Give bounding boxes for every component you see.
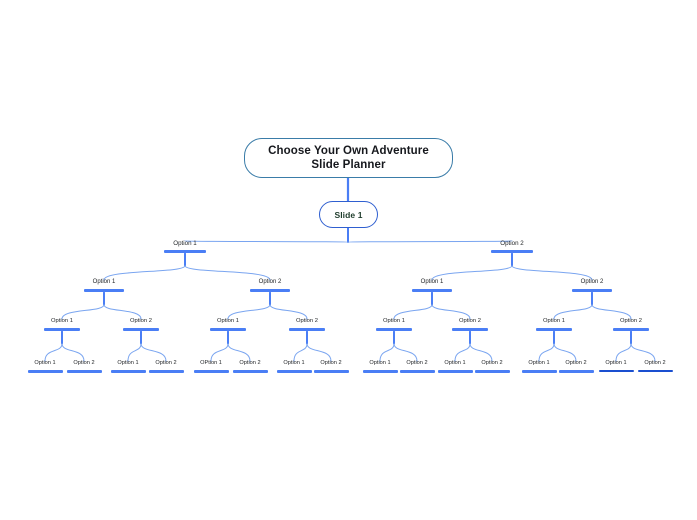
root-node-title[interactable]: Choose Your Own Adventure Slide Planner [244, 138, 453, 178]
option-node-level3-4[interactable]: Option 2 [552, 278, 632, 292]
option-node-underline [289, 328, 325, 331]
option-node-label: Option 2 [644, 360, 666, 366]
option-node-label: Option 1 [543, 318, 565, 324]
option-node-label: Option 2 [296, 318, 318, 324]
option-node-underline [193, 370, 229, 373]
option-node-level3-1[interactable]: Option 1 [64, 278, 144, 292]
option-node-underline [362, 370, 398, 373]
option-node-label: Option 1 [383, 318, 405, 324]
option-node-label: Option 1 [217, 318, 239, 324]
option-node-level5-11[interactable]: Option 1 [415, 359, 495, 373]
option-node-level5-9[interactable]: Option 1 [340, 359, 420, 373]
option-node-label: Option 2 [239, 360, 261, 366]
option-node-level5-12[interactable]: Option 2 [452, 359, 532, 373]
option-node-underline [474, 370, 510, 373]
option-node-level5-4[interactable]: Option 2 [126, 359, 206, 373]
option-node-level4-7[interactable]: Option 1 [514, 317, 594, 331]
slide-1-node[interactable]: Slide 1 [319, 201, 378, 228]
option-node-label: Option 2 [130, 318, 152, 324]
option-node-label: Option 2 [155, 360, 177, 366]
option-node-label: Option 1 [369, 360, 391, 366]
option-node-underline [572, 289, 612, 292]
option-node-level4-3[interactable]: Option 1 [188, 317, 268, 331]
option-node-label: Option 1 [92, 279, 116, 285]
option-node-underline [412, 289, 452, 292]
option-node-label: Option 1 [420, 279, 444, 285]
option-node-level5-8[interactable]: Option 2 [291, 359, 371, 373]
option-node-underline [44, 328, 80, 331]
option-node-label: Option 2 [73, 360, 95, 366]
option-node-underline [250, 289, 290, 292]
option-node-underline [232, 370, 268, 373]
option-node-label: Option 1 [605, 360, 627, 366]
option-node-level4-1[interactable]: Option 1 [22, 317, 102, 331]
option-node-label: Option 1 [173, 240, 197, 247]
option-node-label: Option 1 [34, 360, 56, 366]
option-node-underline [66, 370, 102, 373]
option-node-underline [558, 370, 594, 373]
option-node-level5-16[interactable]: Option 2 [615, 359, 695, 372]
option-node-level5-10[interactable]: Option 2 [377, 359, 457, 373]
option-node-label: Option 2 [481, 360, 503, 366]
option-node-underline [123, 328, 159, 331]
option-node-label: Option 1 [117, 360, 139, 366]
option-node-label: Option 2 [320, 360, 342, 366]
option-node-underline [110, 370, 146, 373]
option-node-level2-2[interactable]: Option 2 [472, 239, 552, 253]
option-node-level3-3[interactable]: Option 1 [392, 278, 472, 292]
option-node-label: Option 2 [580, 279, 604, 285]
option-node-underline [376, 328, 412, 331]
option-node-underline [637, 370, 673, 372]
option-node-underline [437, 370, 473, 373]
option-node-label: Option 2 [565, 360, 587, 366]
option-node-level5-6[interactable]: Option 2 [210, 359, 290, 373]
option-node-label: Option 2 [406, 360, 428, 366]
option-node-underline [491, 250, 533, 253]
option-node-underline [613, 328, 649, 331]
option-node-underline [399, 370, 435, 373]
option-node-label: OPtion 1 [200, 360, 222, 366]
option-node-level5-7[interactable]: Option 1 [254, 359, 334, 373]
option-node-underline [521, 370, 557, 373]
option-node-level4-8[interactable]: Option 2 [591, 317, 671, 331]
option-node-label: Option 1 [283, 360, 305, 366]
option-node-label: Option 2 [620, 318, 642, 324]
option-node-underline [84, 289, 124, 292]
option-node-level5-5[interactable]: OPtion 1 [171, 359, 251, 373]
option-node-level2-1[interactable]: Option 1 [145, 239, 225, 253]
option-node-level4-2[interactable]: Option 2 [101, 317, 181, 331]
option-node-underline [148, 370, 184, 373]
option-node-underline [276, 370, 312, 373]
option-node-level5-1[interactable]: Option 1 [5, 359, 85, 373]
option-node-level5-14[interactable]: Option 2 [536, 359, 616, 373]
option-node-level3-2[interactable]: Option 2 [230, 278, 310, 292]
option-node-label: Option 1 [528, 360, 550, 366]
option-node-level5-3[interactable]: Option 1 [88, 359, 168, 373]
option-node-level4-5[interactable]: Option 1 [354, 317, 434, 331]
option-node-label: Option 2 [258, 279, 282, 285]
option-node-level5-13[interactable]: Option 1 [499, 359, 579, 373]
option-node-underline [313, 370, 349, 373]
option-node-underline [27, 370, 63, 373]
option-node-level5-2[interactable]: Option 2 [44, 359, 124, 373]
option-node-label: Option 2 [459, 318, 481, 324]
option-node-underline [598, 370, 634, 372]
option-node-underline [210, 328, 246, 331]
option-node-label: Option 1 [444, 360, 466, 366]
option-node-underline [164, 250, 206, 253]
option-node-underline [536, 328, 572, 331]
option-node-level5-15[interactable]: Option 1 [576, 359, 656, 372]
option-node-level4-6[interactable]: Option 2 [430, 317, 510, 331]
option-node-label: Option 1 [51, 318, 73, 324]
option-node-level4-4[interactable]: Option 2 [267, 317, 347, 331]
option-node-label: Option 2 [500, 240, 524, 247]
option-node-underline [452, 328, 488, 331]
